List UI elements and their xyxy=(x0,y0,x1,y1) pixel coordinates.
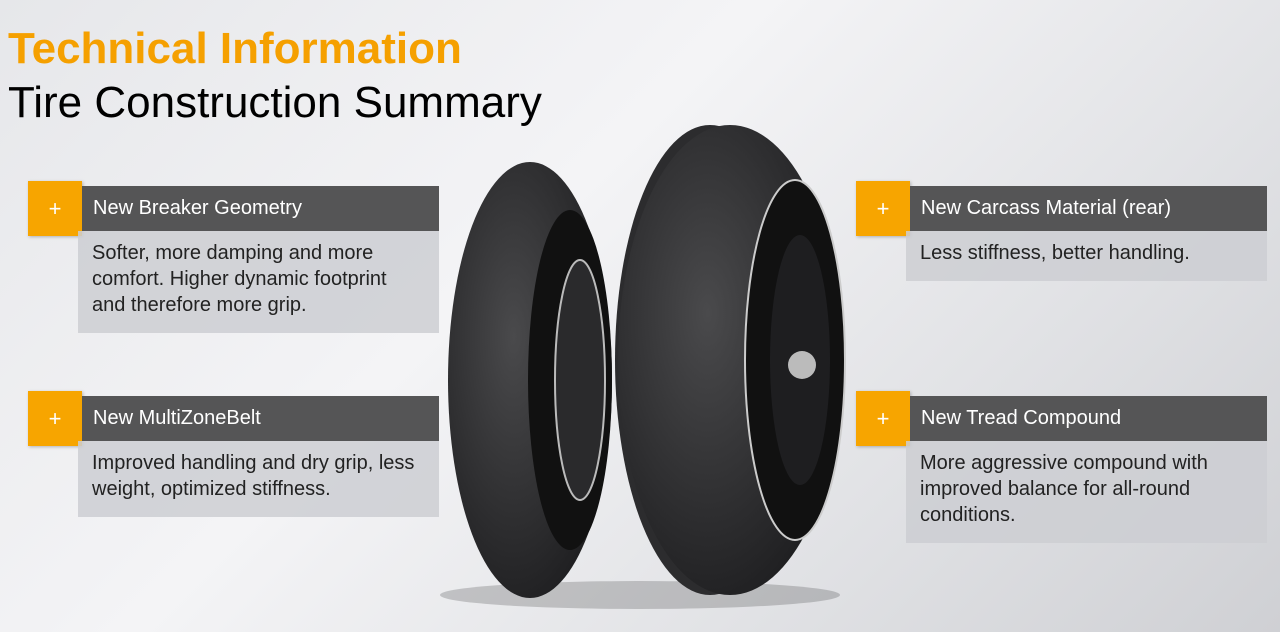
feature-text: More aggressive compound with improved b… xyxy=(906,441,1267,543)
front-tire xyxy=(448,162,612,598)
tires-image xyxy=(440,125,846,609)
plus-icon: + xyxy=(856,181,910,236)
feature-text: Less stiffness, better handling. xyxy=(906,231,1267,281)
feature-title: New MultiZoneBelt xyxy=(82,396,439,441)
feature-title: New Breaker Geometry xyxy=(82,186,439,231)
section-title: Technical Information xyxy=(8,24,462,73)
feature-text: Softer, more damping and more comfort. H… xyxy=(78,231,439,333)
plus-icon: + xyxy=(28,181,82,236)
plus-icon: + xyxy=(28,391,82,446)
rear-tire xyxy=(615,125,846,595)
feature-title: New Tread Compound xyxy=(910,396,1267,441)
feature-title: New Carcass Material (rear) xyxy=(910,186,1267,231)
page-title: Tire Construction Summary xyxy=(8,78,542,127)
plus-icon: + xyxy=(856,391,910,446)
shadow xyxy=(440,581,840,609)
feature-text: Improved handling and dry grip, less wei… xyxy=(78,441,439,517)
